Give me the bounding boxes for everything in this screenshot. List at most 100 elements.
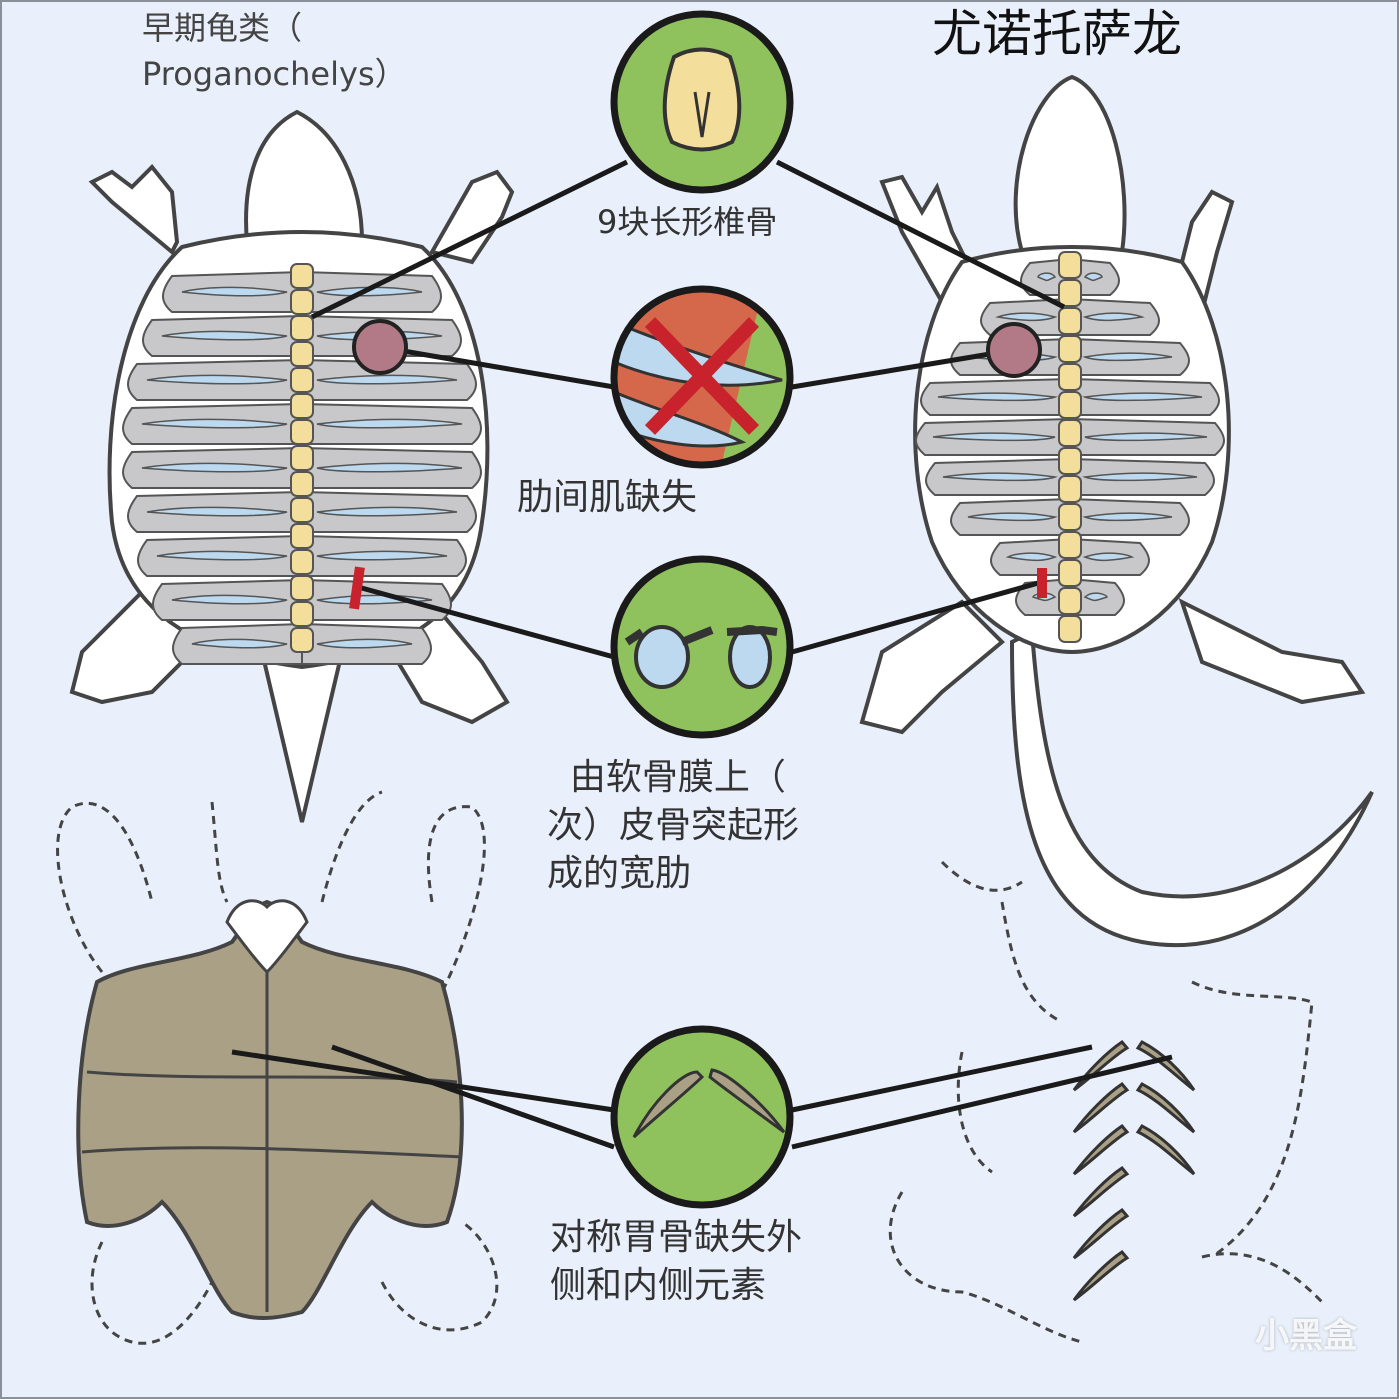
gastralia-element: [1072, 1124, 1130, 1176]
gastralia-element: [1072, 1250, 1130, 1302]
gastralia-element: [1135, 1040, 1196, 1092]
lizard-rib-highlight: [1082, 392, 1203, 402]
lizard-vertebra: [1058, 447, 1082, 475]
turtle-head: [244, 109, 365, 244]
rib-marker-right: [1037, 568, 1047, 598]
connector-gastralia-right-1: [791, 1044, 1093, 1113]
lizard-vertebra: [1058, 559, 1082, 587]
label-gastralia: 对称胃骨缺失外 侧和内侧元素: [550, 1217, 803, 1306]
lizard-vertebra: [1058, 475, 1082, 503]
gastralia-element: [1135, 1082, 1196, 1134]
turtle-vertebra: [290, 341, 314, 367]
lizard-rib-highlight: [1082, 472, 1198, 482]
turtle-rib-highlight: [316, 638, 413, 649]
gastralia-set: [1072, 1040, 1196, 1302]
rib-section-right: [728, 625, 772, 689]
turtle-vertebra: [290, 549, 314, 575]
turtle-vertebra: [290, 263, 314, 289]
turtle-vertebra: [290, 419, 314, 445]
lizard-vertebra: [1058, 251, 1082, 279]
turtle-rib-highlight: [316, 462, 463, 473]
lizard-rib-highlight: [937, 392, 1058, 402]
left-title-line1: 早期龟类（: [142, 9, 303, 47]
gastralia-element: [1072, 1166, 1130, 1218]
turtle-vertebra: [290, 471, 314, 497]
epiplastron: [225, 899, 309, 975]
label-intercostal: 肋间肌缺失: [517, 477, 698, 518]
label-broad-ribs: 由软骨膜上（ 次）皮骨突起形 成的宽肋: [547, 757, 800, 894]
gastralia-drawing: [888, 860, 1324, 1344]
turtle-rib-highlight: [316, 506, 458, 517]
turtle-rib-highlight: [316, 374, 458, 385]
turtle-dashed-outline: [56, 790, 499, 1345]
turtle-front-left-limb: [88, 164, 180, 256]
turtle-tail: [259, 650, 345, 823]
connector-muscle-left: [379, 344, 615, 390]
lizard-rib-highlight: [1082, 352, 1173, 362]
lizard-head: [1013, 74, 1127, 254]
lizard-rib-highlight: [932, 432, 1056, 442]
turtle-rib-highlight: [161, 330, 288, 341]
turtle-rib-highlight: [141, 462, 288, 473]
connector-rib-left: [357, 584, 615, 660]
connector-rib-right: [791, 579, 1043, 655]
lizard-rib-highlight: [1082, 552, 1135, 562]
connector-vertebra-left: [310, 159, 629, 320]
turtle-rib-highlight: [146, 506, 288, 517]
lizard-vertebral-column: [1058, 251, 1082, 643]
lizard-vertebra: [1058, 531, 1082, 559]
turtle-vertebra: [290, 627, 314, 653]
turtle-front-right-limb: [428, 169, 515, 265]
right-title: 尤诺托萨龙: [932, 5, 1182, 63]
lizard-rib-highlight: [942, 472, 1058, 482]
turtle-vertebra: [290, 575, 314, 601]
turtle-rib-highlight: [141, 418, 288, 429]
turtle-rib-highlight: [191, 638, 288, 649]
turtle-vertebra: [290, 289, 314, 315]
turtle-vertebra: [290, 445, 314, 471]
lizard-rib-highlight: [995, 312, 1058, 322]
rib-section-left: [634, 625, 690, 689]
absent-x-icon: [644, 317, 760, 435]
turtle-vertebra: [290, 367, 314, 393]
lizard-vertebra: [1058, 391, 1082, 419]
turtle-vertebra: [290, 523, 314, 549]
turtle-rib-highlight: [316, 550, 448, 561]
turtle-rib-highlight: [181, 286, 288, 297]
plastron-drawing: [56, 790, 499, 1345]
muscle-marker-left: [352, 319, 408, 375]
turtle-vertebra: [290, 601, 314, 627]
turtle-ribs: [122, 270, 482, 665]
lizard-vertebra: [1058, 503, 1082, 531]
lizard-vertebra: [1058, 279, 1082, 307]
turtle-rib-highlight: [146, 374, 288, 385]
plastron: [76, 899, 464, 1320]
turtle-vertebral-column: [290, 263, 314, 653]
lizard-rib-highlight: [1083, 592, 1108, 602]
turtle-vertebra: [290, 393, 314, 419]
lizard-rib-highlight: [1083, 272, 1103, 282]
gastralia-element: [1072, 1208, 1130, 1260]
gastralia-element: [1135, 1124, 1196, 1176]
connector-gastralia-right-2: [791, 1054, 1173, 1150]
connector-muscle-right: [791, 347, 1015, 390]
lizard-vertebra: [1058, 335, 1082, 363]
muscle-marker-right: [986, 322, 1042, 378]
lizard-rib-highlight: [1082, 312, 1145, 322]
connector-lines: [231, 159, 1173, 1150]
watermark: 小黑盒: [1255, 1316, 1357, 1356]
lizard-dashed-outline: [888, 860, 1324, 1344]
connector-gastralia-left-2: [331, 1044, 615, 1150]
turtle-rib-highlight: [316, 286, 423, 297]
gastralia-element: [1072, 1082, 1130, 1134]
connector-vertebra-right: [775, 159, 1066, 310]
lizard-rib-highlight: [1082, 512, 1173, 522]
lizard-rib-highlight: [1084, 432, 1208, 442]
lizard-vertebra: [1058, 615, 1082, 643]
left-title-line2: Proganochelys）: [142, 55, 407, 93]
turtle-rib-highlight: [316, 418, 463, 429]
lizard-rib-highlight: [967, 512, 1058, 522]
lizard-hind-left-limb: [859, 599, 1005, 735]
